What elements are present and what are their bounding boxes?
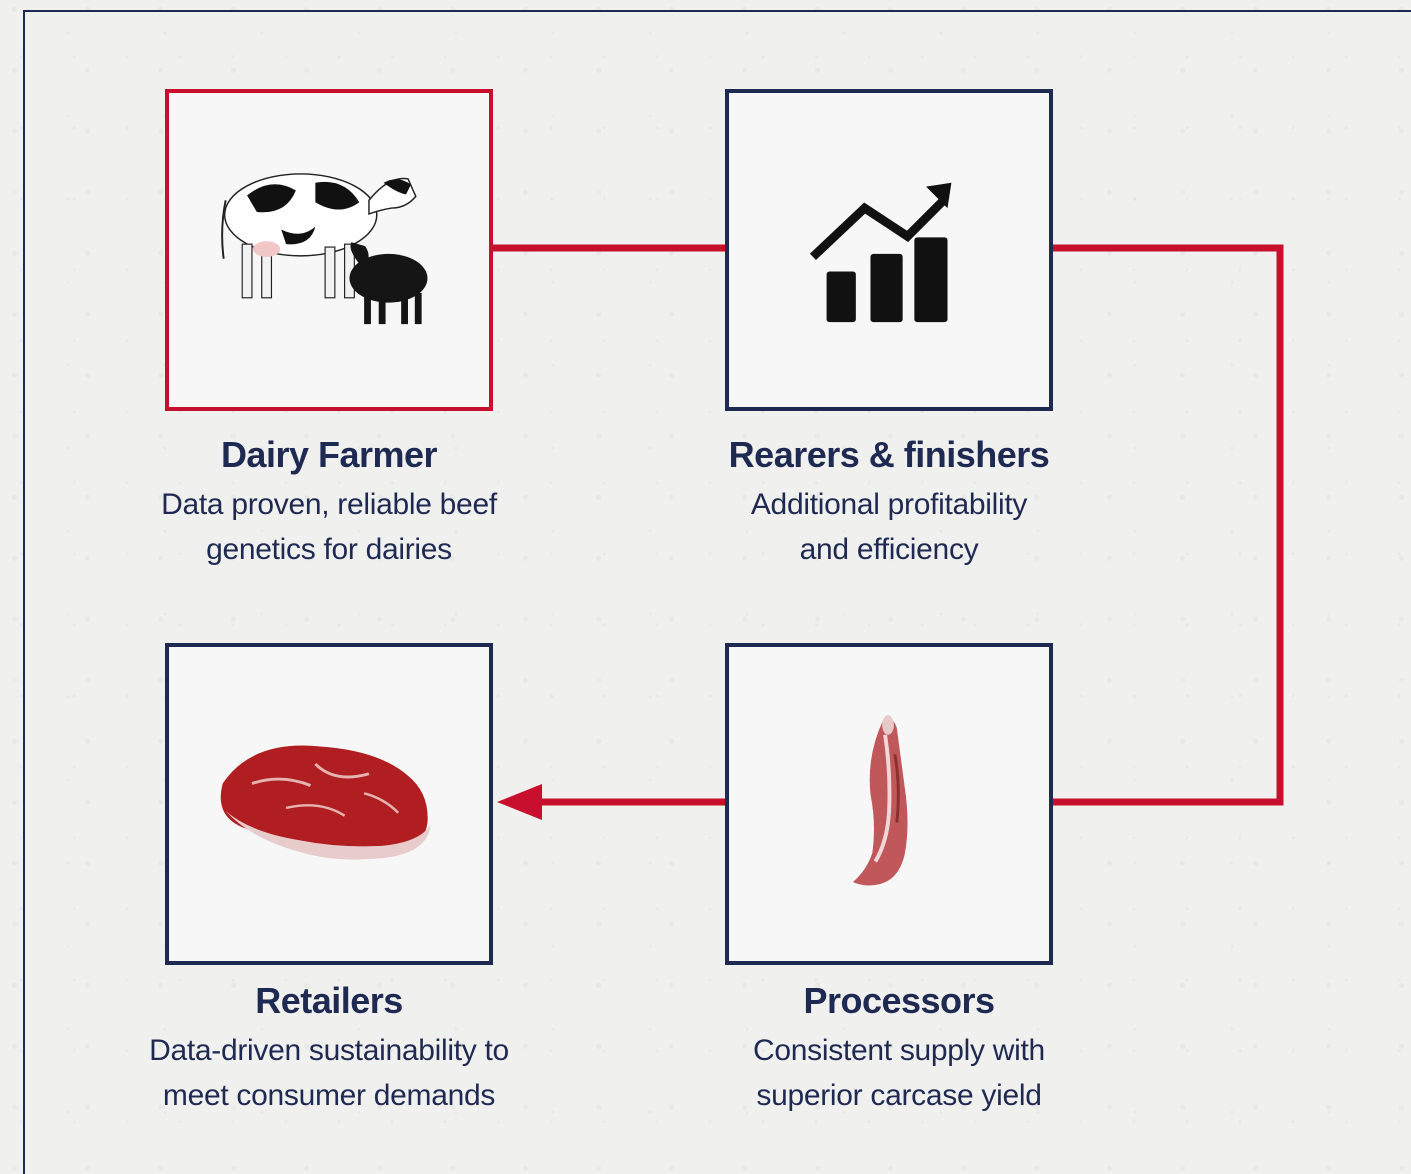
caption-retailers: Retailers Data-driven sustainability to … — [119, 980, 539, 1118]
stage-title: Retailers — [255, 980, 403, 1021]
card-processors — [725, 643, 1053, 965]
diagram-frame — [23, 10, 1411, 1174]
caption-processors: Processors Consistent supply with superi… — [689, 980, 1109, 1118]
growth-chart-icon — [809, 182, 952, 323]
stage-description: Additional profitability and efficiency — [750, 488, 1028, 566]
caption-rearers-finishers: Rearers & finishers Additional profitabi… — [679, 434, 1099, 572]
stage-description: Consistent supply with superior carcase … — [753, 1034, 1045, 1112]
card-rearers-finishers — [725, 89, 1053, 411]
stage-description: Data proven, reliable beef genetics for … — [161, 488, 497, 566]
card-dairy-farmer — [165, 89, 493, 411]
stage-title: Processors — [803, 980, 995, 1021]
steak-icon — [220, 745, 431, 860]
stage-title: Dairy Farmer — [220, 434, 438, 475]
stage-title: Rearers & finishers — [728, 434, 1050, 475]
connector-rearers-to-processors — [1052, 244, 1284, 806]
cow-and-calf-icon — [221, 173, 428, 325]
carcase-icon — [852, 715, 908, 886]
caption-dairy-farmer: Dairy Farmer Data proven, reliable beef … — [119, 434, 539, 572]
card-retailers — [165, 643, 493, 965]
stage-description: Data-driven sustainability to meet consu… — [149, 1034, 509, 1112]
arrowhead-left-icon — [497, 784, 542, 820]
